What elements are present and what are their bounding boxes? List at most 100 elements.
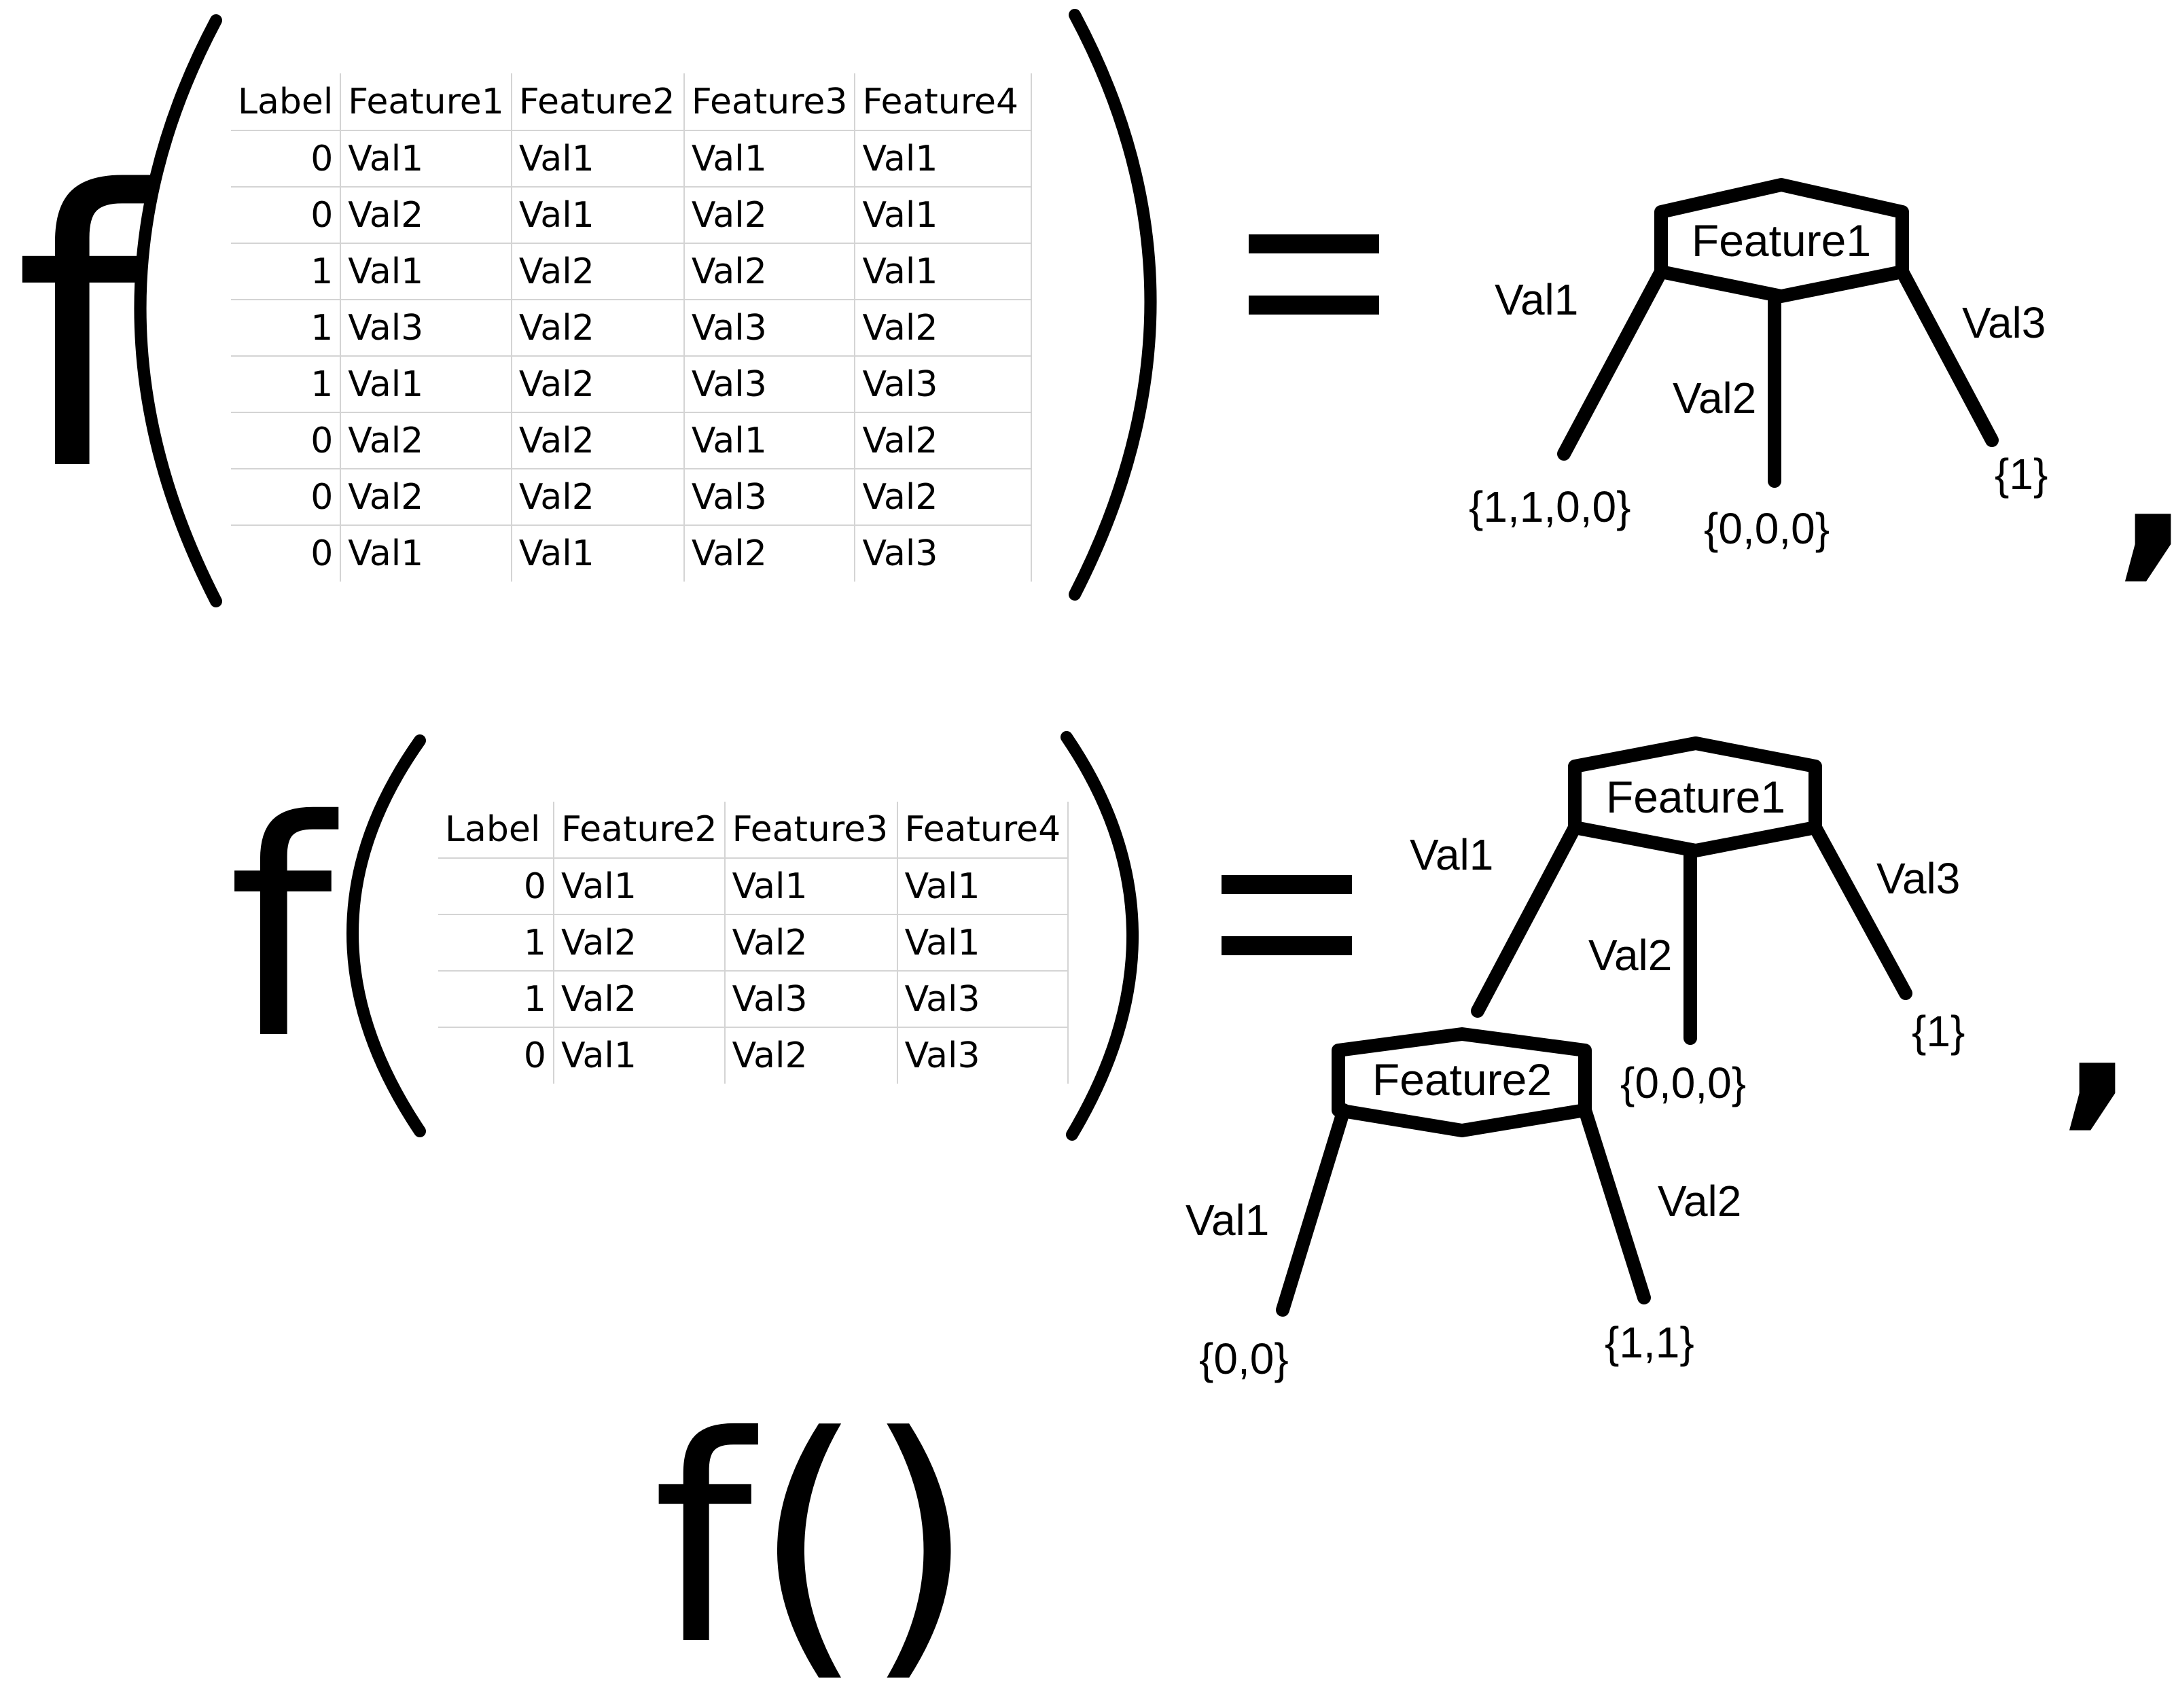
table-cell: Val1 <box>854 243 1033 300</box>
tree2-child-label: Feature2 <box>1372 1054 1552 1105</box>
column-header: Feature3 <box>683 73 856 131</box>
table-cell: Val2 <box>510 468 685 526</box>
tree1-edge-val3 <box>1895 265 1999 447</box>
tree1-leaf-1: {1,1,0,0} <box>1469 482 1630 531</box>
table-cell: Val3 <box>854 355 1033 413</box>
empty-function-call: f() <box>652 1376 976 1708</box>
table-cell: Val2 <box>340 412 512 469</box>
equals-sign-1 <box>1249 234 1379 315</box>
table-cell: Val1 <box>724 857 898 915</box>
equals-sign-2 <box>1222 875 1352 955</box>
close-paren-2 <box>1061 731 1139 1141</box>
tree2-child-edge-label-val1: Val1 <box>1186 1196 1269 1245</box>
table-cell: Val2 <box>854 468 1033 526</box>
tree2-child-leaf-2: {1,1} <box>1605 1318 1694 1367</box>
tree2-root-label: Feature1 <box>1606 772 1785 822</box>
table-cell: Val2 <box>510 355 685 413</box>
tree1-edge-label-val3: Val3 <box>1962 298 2046 347</box>
table-cell: Val1 <box>683 130 856 188</box>
table-cell: Val1 <box>340 130 512 188</box>
tree1-edge-label-val1: Val1 <box>1495 275 1578 324</box>
table-cell: Val1 <box>854 130 1033 188</box>
label-cell: 1 <box>231 299 342 357</box>
table-cell: Val1 <box>896 914 1069 972</box>
column-header: Feature4 <box>854 73 1033 131</box>
table-cell: Val1 <box>340 355 512 413</box>
tree2-child-edge-val1 <box>1276 1103 1351 1317</box>
column-header: Feature1 <box>340 73 512 131</box>
table-cell: Val2 <box>854 412 1033 469</box>
tree2-edge-label-val3: Val3 <box>1876 854 1960 903</box>
tree2-leaf-2: {0,0,0} <box>1620 1058 1746 1107</box>
function-symbol-2: f <box>228 757 333 1105</box>
tree1-edge-val1 <box>1557 265 1668 461</box>
table-cell: Val1 <box>510 524 685 582</box>
column-header: Feature2 <box>553 802 726 859</box>
table-cell: Val1 <box>896 857 1069 915</box>
label-cell: 0 <box>438 857 554 915</box>
tree1-edge-label-val2: Val2 <box>1673 374 1756 423</box>
table-cell: Val1 <box>683 412 856 469</box>
column-header: Label <box>438 802 554 859</box>
table-cell: Val2 <box>724 914 898 972</box>
table-cell: Val1 <box>553 857 726 915</box>
tree2-edge-val3 <box>1808 821 1912 1000</box>
column-header: Feature2 <box>510 73 685 131</box>
label-cell: 0 <box>438 1027 554 1084</box>
label-cell: 0 <box>231 130 342 188</box>
tree2-child-edge-label-val2: Val2 <box>1658 1177 1741 1226</box>
label-cell: 0 <box>231 468 342 526</box>
table-cell: Val2 <box>340 468 512 526</box>
tree2-child-edge-val2 <box>1578 1103 1651 1304</box>
tree2-child-leaf-1: {0,0} <box>1199 1334 1289 1383</box>
table-cell: Val3 <box>683 299 856 357</box>
table-cell: Val3 <box>896 1027 1069 1084</box>
open-paren-2 <box>346 734 426 1137</box>
table-cell: Val1 <box>340 524 512 582</box>
label-cell: 1 <box>231 243 342 300</box>
table-cell: Val3 <box>683 355 856 413</box>
function-symbol-1: f <box>14 111 148 554</box>
table-cell: Val2 <box>510 299 685 357</box>
table-cell: Val3 <box>724 970 898 1028</box>
tree2-edge-val1 <box>1471 821 1582 1018</box>
label-cell: 1 <box>231 355 342 413</box>
tree2-edge-label-val2: Val2 <box>1588 931 1672 980</box>
label-cell: 0 <box>231 412 342 469</box>
tree2-edge-label-val1: Val1 <box>1410 830 1493 879</box>
data-table-1: Label Feature1 Feature2 Feature3 Feature… <box>231 73 1033 582</box>
column-header: Feature4 <box>896 802 1069 859</box>
comma-1: , <box>2114 380 2174 584</box>
table-cell: Val1 <box>553 1027 726 1084</box>
table-cell: Val2 <box>553 970 726 1028</box>
column-header: Feature3 <box>724 802 898 859</box>
table-cell: Val2 <box>340 186 512 244</box>
table-cell: Val2 <box>553 914 726 972</box>
table-cell: Val3 <box>340 299 512 357</box>
open-paren-1 <box>134 14 222 607</box>
label-cell: 1 <box>438 970 554 1028</box>
table-cell: Val2 <box>683 243 856 300</box>
tree1-leaf-3: {1} <box>1995 450 2048 499</box>
comma-2: , <box>2059 912 2136 1150</box>
label-cell: 0 <box>231 186 342 244</box>
table-cell: Val2 <box>510 243 685 300</box>
table-cell: Val1 <box>340 243 512 300</box>
label-cell: 1 <box>438 914 554 972</box>
table-cell: Val3 <box>896 970 1069 1028</box>
table-cell: Val2 <box>724 1027 898 1084</box>
column-header: Label <box>231 73 342 131</box>
